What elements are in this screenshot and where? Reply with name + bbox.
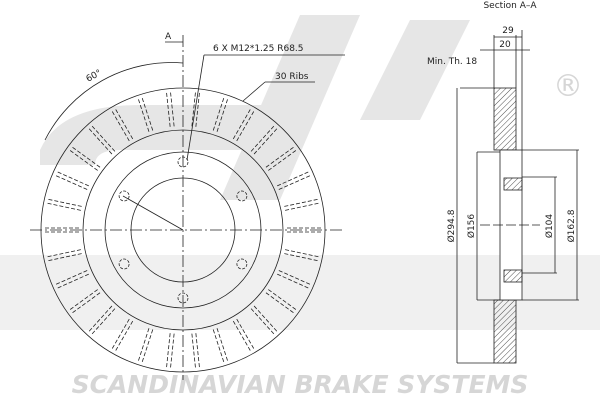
rib [55, 174, 88, 190]
rib [216, 328, 229, 362]
rib [284, 198, 319, 207]
bolt-hole [236, 190, 248, 202]
front-view [30, 35, 345, 380]
rib [166, 333, 171, 369]
ribs-leader-tail [242, 81, 266, 102]
rib [285, 202, 320, 211]
section-title: Section A–A [483, 1, 537, 11]
section-marker-label: A [165, 32, 172, 42]
bolt-holes [118, 156, 248, 304]
rib [170, 333, 175, 369]
bolt-hole [118, 190, 130, 202]
brand-watermark-text: SCANDINAVIAN BRAKE SYSTEMS [72, 370, 529, 399]
bolt-hole [118, 258, 130, 270]
angle-arc [44, 62, 184, 141]
bolt-hole [177, 292, 189, 304]
rib [56, 171, 89, 187]
min-thickness-label: Min. Th. 18 [427, 57, 477, 67]
registered-mark: ® [553, 69, 583, 104]
disc-thickness-label: 20 [499, 40, 511, 50]
thread-spec-label: 6 X M12*1.25 R68.5 [213, 44, 304, 54]
rib [191, 333, 196, 369]
bore-diameter-label: Ø104 [544, 214, 555, 239]
sbs-logo-watermark [0, 15, 600, 330]
rib [195, 333, 200, 369]
section-view [456, 30, 579, 364]
overall-thickness-label: 29 [502, 26, 514, 36]
bolt-radius-line [122, 195, 184, 231]
rib [46, 202, 81, 211]
hub-diameter-label: Ø162.8 [566, 209, 577, 242]
thread-leader-tail [186, 54, 205, 161]
ribs-label: 30 Ribs [275, 72, 309, 82]
outer-diameter-label: Ø294.8 [446, 209, 457, 242]
bolt-hole [236, 258, 248, 270]
rib [137, 328, 150, 362]
rib [47, 198, 82, 207]
angle-label: 60° [85, 68, 104, 84]
diameter-156-label: Ø156 [466, 214, 477, 239]
